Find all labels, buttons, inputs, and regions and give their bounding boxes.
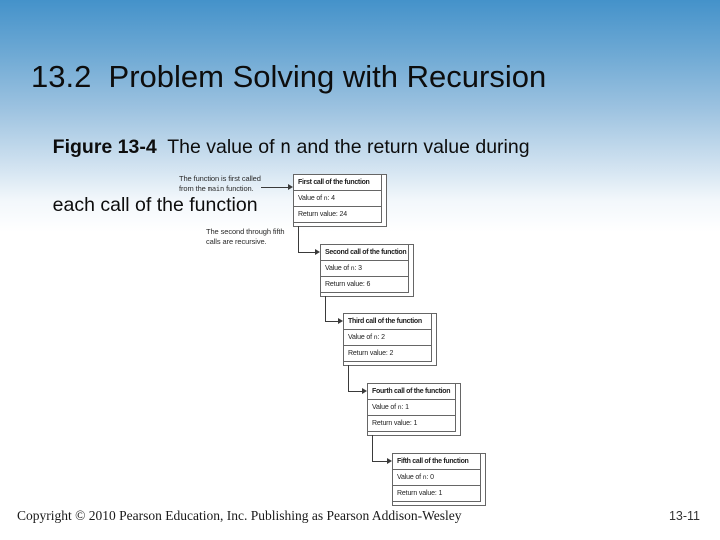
recursive-call-connector [348,365,363,392]
call-title: Second call of the function [321,245,408,261]
call-title: Fourth call of the function [368,384,455,400]
call-title: Third call of the function [344,314,431,330]
n-symbol: n [350,264,355,272]
connector-arrowhead-icon [387,458,392,464]
value-of-n-row: Value of n: 1 [368,400,455,416]
call-title: Fifth call of the function [393,454,480,470]
value-of-n-row: Value of n: 3 [321,261,408,277]
return-value-row: Return value: 6 [325,281,371,288]
first-call-note: The function is first called from the ma… [179,174,261,194]
call-title: First call of the function [294,175,381,191]
first-call-note-line2-pre: from the [179,184,208,193]
recursive-call-connector [325,296,339,322]
main-function-name: main [207,185,225,193]
connector-arrowhead-icon [362,388,367,394]
caption-line2: each call of the function [52,194,258,216]
slide-title: 13.2 Problem Solving with Recursion [31,59,547,94]
first-call-note-line2-post: function. [224,184,254,193]
n-symbol: n [422,473,427,481]
n-symbol: n [397,403,402,411]
recursive-call-connector [298,226,316,253]
return-value-row: Return value: 2 [348,350,394,357]
return-value-row: Return value: 1 [397,490,443,497]
recursive-call-connector [372,435,388,462]
recursive-calls-note: The second through fifth calls are recur… [206,227,285,247]
recursive-note-line2: calls are recursive. [206,237,267,246]
caption-text-pre: The value of [156,136,280,158]
first-call-arrowhead-icon [288,184,293,190]
copyright-text: Copyright © 2010 Pearson Education, Inc.… [17,508,462,523]
figure-label: Figure 13-4 [52,136,157,158]
recursive-note-line1: The second through fifth [206,227,285,236]
value-of-n-row: Value of n: 2 [344,330,431,346]
n-symbol: n [373,333,378,341]
connector-arrowhead-icon [315,249,320,255]
first-call-arrow-line [261,187,288,188]
return-value-row: Return value: 1 [372,420,418,427]
value-of-n-row: Value of n: 0 [393,470,480,486]
value-of-n-row: Value of n: 4 [294,191,381,207]
n-symbol: n [323,194,328,202]
return-value-row: Return value: 24 [298,211,347,218]
first-call-note-line1: The function is first called [179,174,261,183]
connector-arrowhead-icon [338,318,343,324]
caption-text-post: and the return value during [291,136,530,158]
caption-n-symbol: n [279,137,292,158]
slide-page-number: 13-11 [668,509,700,523]
figure-caption: Figure 13-4 The value of n and the retur… [31,104,651,249]
